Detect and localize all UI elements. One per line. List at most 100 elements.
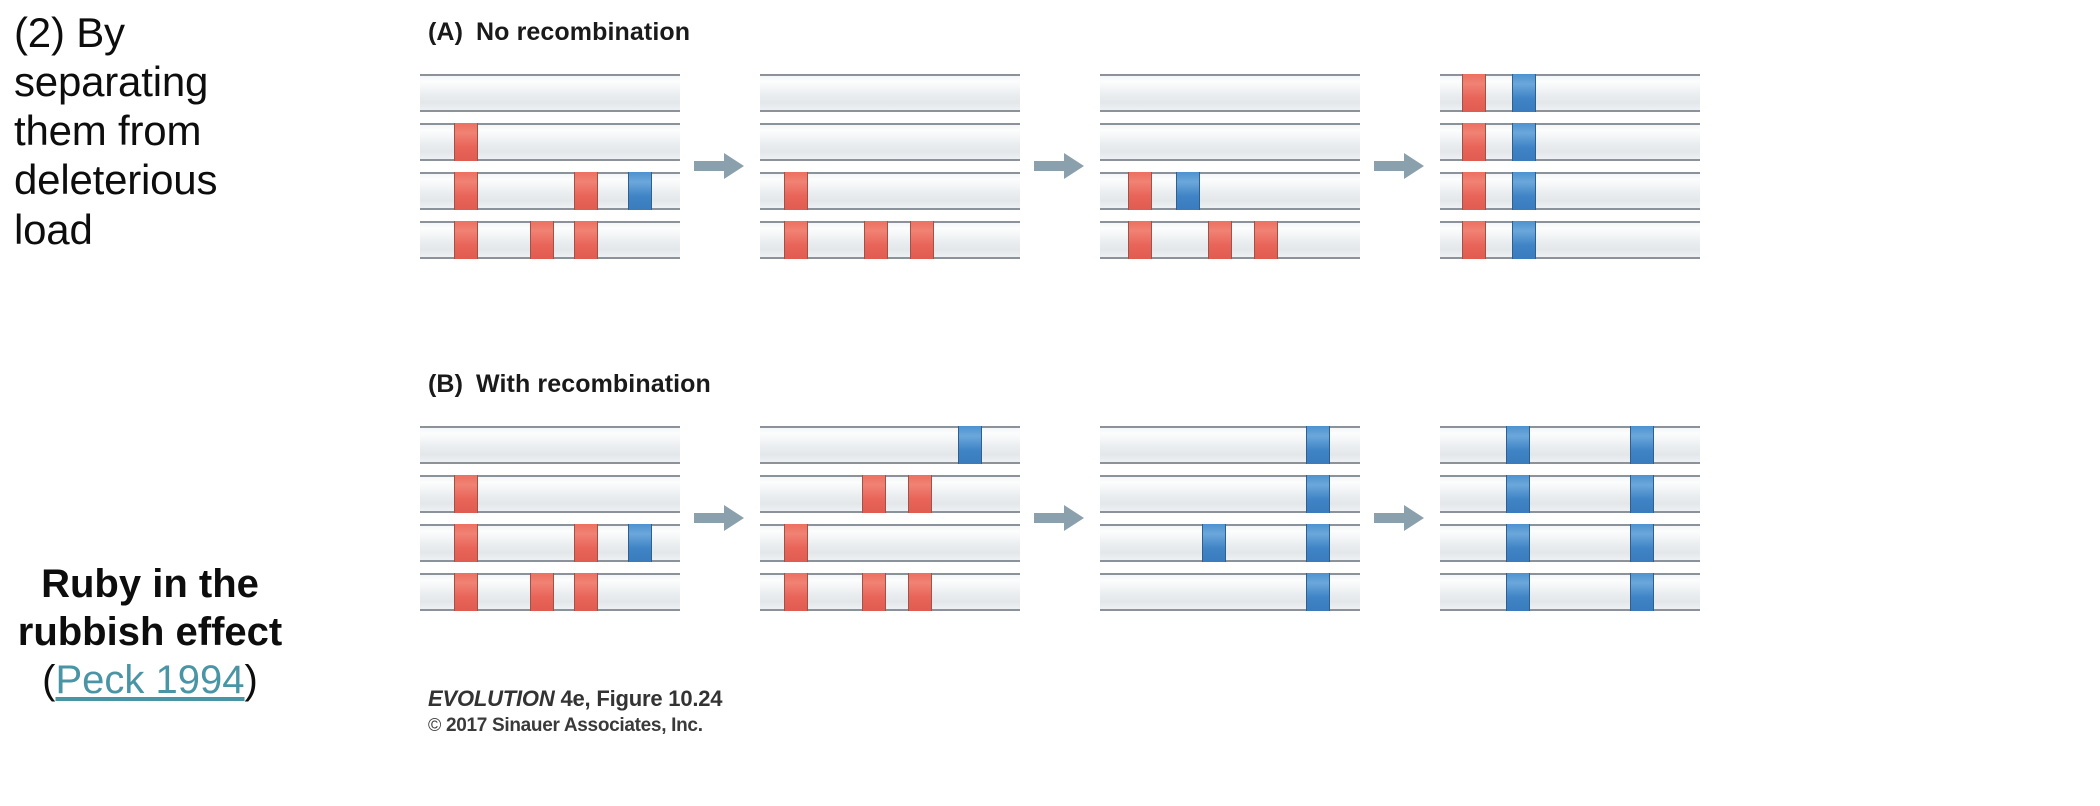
panel-a-stage-row bbox=[420, 66, 2100, 266]
citation-link-peck-1994[interactable]: Peck 1994 bbox=[55, 658, 245, 702]
beneficial-mutation-marker bbox=[1306, 523, 1330, 562]
deleterious-mutation-marker bbox=[454, 572, 478, 611]
deleterious-mutation-marker bbox=[784, 523, 808, 562]
deleterious-mutation-marker bbox=[1462, 171, 1486, 210]
panel-b-letter: (B) bbox=[428, 370, 464, 398]
deleterious-mutation-marker bbox=[908, 474, 932, 513]
deleterious-mutation-marker bbox=[574, 572, 598, 611]
chromosome-bar bbox=[420, 425, 680, 464]
chromosome-bar bbox=[760, 474, 1020, 513]
deleterious-mutation-marker bbox=[530, 572, 554, 611]
beneficial-mutation-marker bbox=[628, 171, 652, 210]
figure-credit-line-2: © 2017 Sinauer Associates, Inc. bbox=[428, 715, 1068, 737]
chromosome-bar bbox=[1100, 425, 1360, 464]
panel-a-heading: (A) No recombination bbox=[428, 18, 690, 47]
deleterious-mutation-marker bbox=[784, 220, 808, 259]
deleterious-mutation-marker bbox=[574, 220, 598, 259]
citation: (Peck 1994) bbox=[0, 656, 300, 704]
beneficial-mutation-marker bbox=[1176, 171, 1200, 210]
chromosome-bar bbox=[1100, 220, 1360, 259]
panel-a-title: No recombination bbox=[476, 18, 691, 46]
panel-b-with-recombination: (B) With recombination bbox=[400, 370, 2100, 630]
panel-a-letter: (A) bbox=[428, 18, 464, 46]
chromosome-stage bbox=[1100, 73, 1360, 259]
deleterious-mutation-marker bbox=[454, 474, 478, 513]
deleterious-mutation-marker bbox=[454, 171, 478, 210]
chromosome-bar bbox=[1440, 474, 1700, 513]
chromosome-bar bbox=[760, 425, 1020, 464]
slide-bullet-text: (2) By separating them from deleterious … bbox=[14, 9, 218, 253]
chromosome-stage bbox=[1440, 73, 1700, 259]
beneficial-mutation-marker bbox=[1512, 220, 1536, 259]
deleterious-mutation-marker bbox=[908, 572, 932, 611]
copyright-icon: © bbox=[428, 715, 441, 735]
chromosome-bar bbox=[1440, 572, 1700, 611]
deleterious-mutation-marker bbox=[784, 171, 808, 210]
chromosome-bar bbox=[1440, 171, 1700, 210]
deleterious-mutation-marker bbox=[1208, 220, 1232, 259]
figure-credit: EVOLUTION 4e, Figure 10.24 © 2017 Sinaue… bbox=[428, 686, 1068, 737]
panel-a-no-recombination: (A) No recombination bbox=[400, 18, 2100, 278]
deleterious-mutation-marker bbox=[864, 220, 888, 259]
citation-close-paren: ) bbox=[244, 658, 258, 702]
chromosome-bar bbox=[760, 523, 1020, 562]
deleterious-mutation-marker bbox=[1462, 73, 1486, 112]
beneficial-mutation-marker bbox=[958, 425, 982, 464]
stage-transition-arrow bbox=[1360, 74, 1440, 259]
slide-text-column: (2) By separating them from deleterious … bbox=[0, 0, 300, 806]
stage-transition-arrow bbox=[1360, 426, 1440, 611]
beneficial-mutation-marker bbox=[1506, 474, 1530, 513]
chromosome-bar bbox=[420, 474, 680, 513]
chromosome-bar bbox=[420, 122, 680, 161]
citation-open-paren: ( bbox=[42, 658, 56, 702]
chromosome-stage bbox=[760, 73, 1020, 259]
deleterious-mutation-marker bbox=[454, 220, 478, 259]
chromosome-bar bbox=[760, 220, 1020, 259]
chromosome-bar bbox=[1440, 523, 1700, 562]
beneficial-mutation-marker bbox=[1630, 425, 1654, 464]
panel-b-stage-row bbox=[420, 418, 2100, 618]
chromosome-stage bbox=[1440, 425, 1700, 611]
beneficial-mutation-marker bbox=[1506, 425, 1530, 464]
chromosome-stage bbox=[1100, 425, 1360, 611]
effect-title-line-1: Ruby in the bbox=[41, 562, 259, 606]
chromosome-bar bbox=[1100, 474, 1360, 513]
deleterious-mutation-marker bbox=[1462, 220, 1486, 259]
beneficial-mutation-marker bbox=[1630, 474, 1654, 513]
figure-credit-number: 4e, Figure 10.24 bbox=[554, 686, 723, 711]
chromosome-stage bbox=[420, 425, 680, 611]
figure-credit-line-1: EVOLUTION 4e, Figure 10.24 bbox=[428, 686, 1068, 712]
beneficial-mutation-marker bbox=[1630, 572, 1654, 611]
beneficial-mutation-marker bbox=[1512, 73, 1536, 112]
deleterious-mutation-marker bbox=[454, 122, 478, 161]
deleterious-mutation-marker bbox=[574, 523, 598, 562]
chromosome-bar bbox=[760, 572, 1020, 611]
deleterious-mutation-marker bbox=[862, 474, 886, 513]
chromosome-bar bbox=[1440, 220, 1700, 259]
beneficial-mutation-marker bbox=[1506, 523, 1530, 562]
chromosome-bar bbox=[760, 122, 1020, 161]
figure-credit-book-title: EVOLUTION bbox=[428, 686, 555, 711]
deleterious-mutation-marker bbox=[862, 572, 886, 611]
deleterious-mutation-marker bbox=[574, 171, 598, 210]
stage-transition-arrow bbox=[1020, 426, 1100, 611]
figure-recombination-diagram: (A) No recombination (B) With recombinatio… bbox=[400, 0, 2100, 806]
effect-title-line-2: rubbish effect bbox=[17, 610, 283, 654]
panel-b-title: With recombination bbox=[476, 370, 711, 398]
beneficial-mutation-marker bbox=[1306, 425, 1330, 464]
deleterious-mutation-marker bbox=[454, 523, 478, 562]
deleterious-mutation-marker bbox=[1462, 122, 1486, 161]
deleterious-mutation-marker bbox=[530, 220, 554, 259]
effect-name-block: Ruby in the rubbish effect (Peck 1994) bbox=[0, 560, 300, 704]
chromosome-stage bbox=[420, 73, 680, 259]
chromosome-bar bbox=[420, 171, 680, 210]
beneficial-mutation-marker bbox=[1202, 523, 1226, 562]
chromosome-bar bbox=[420, 220, 680, 259]
deleterious-mutation-marker bbox=[910, 220, 934, 259]
chromosome-stage bbox=[760, 425, 1020, 611]
beneficial-mutation-marker bbox=[1306, 474, 1330, 513]
chromosome-bar bbox=[1440, 73, 1700, 112]
chromosome-bar bbox=[760, 73, 1020, 112]
beneficial-mutation-marker bbox=[1306, 572, 1330, 611]
deleterious-mutation-marker bbox=[1128, 171, 1152, 210]
